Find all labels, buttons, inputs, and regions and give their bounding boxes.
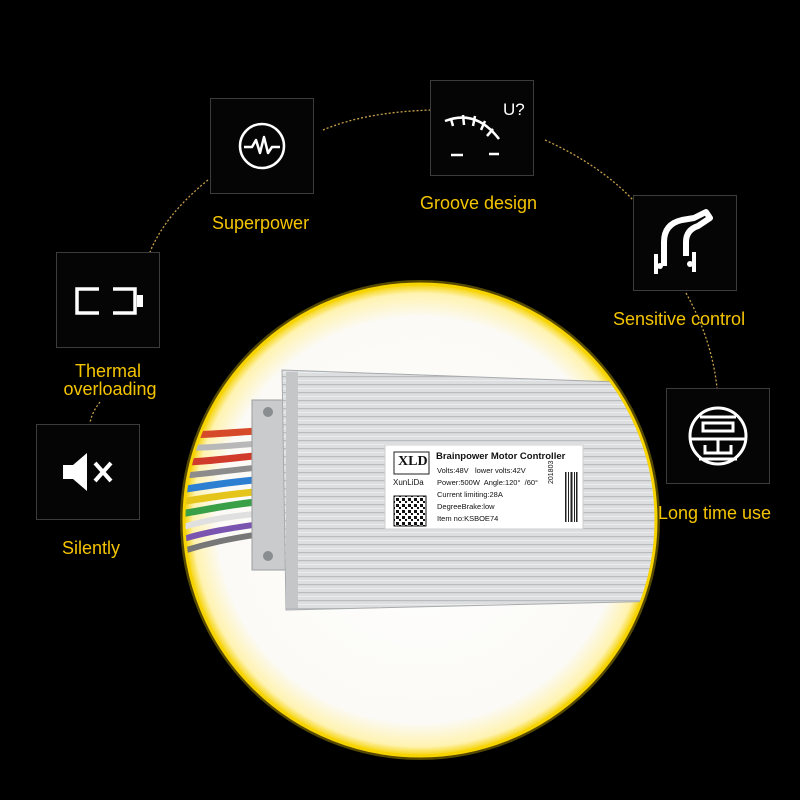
feature-box-thermal-overloading: [56, 252, 160, 348]
feature-label-superpower: Superpower: [212, 213, 310, 233]
qr-code: [393, 495, 427, 527]
feature-box-superpower: [210, 98, 314, 194]
spec-line: Volts:48V lower volts:42V: [437, 466, 526, 475]
brake-lever-icon: [654, 209, 713, 274]
gauge-icon-text: U?: [503, 100, 525, 119]
battery-icon: [75, 287, 143, 315]
brand-logo-box: [393, 451, 430, 475]
spec-line: DegreeBrake:low: [437, 502, 495, 511]
mute-speaker-icon: [63, 453, 113, 491]
brand-logo: XLD: [398, 454, 428, 469]
arc-groove-sensitive: [544, 139, 634, 201]
spec-line: Item no:KSBOE74: [437, 514, 499, 523]
spec-line: Power:500W Angle:120° /60°: [437, 478, 539, 487]
arc-superpower-groove: [322, 109, 433, 131]
arc-superpower-thermal: [149, 179, 209, 253]
serial-number: 201803: [548, 460, 555, 484]
product-title: Brainpower Motor Controller: [436, 451, 566, 462]
circle-rim: [182, 282, 658, 758]
arc-thermal-silently: [89, 401, 101, 424]
gauge-icon: U?: [444, 100, 525, 157]
feature-label-thermal-line2: overloading: [63, 379, 157, 399]
feature-label-long-time-use: Long time use: [658, 503, 772, 523]
connector-arcs: [89, 109, 718, 424]
barcode: [565, 472, 578, 522]
feature-label-sensitive-control: Sensitive control: [613, 309, 746, 329]
feature-label-silently: Silently: [62, 538, 121, 558]
controller-image: [185, 369, 655, 611]
brand-name: XunLiDa: [393, 478, 424, 487]
pulse-icon: [238, 122, 286, 170]
feature-box-long-time-use: [666, 388, 770, 484]
feature-box-sensitive-control: [633, 195, 737, 291]
endless-knot-icon: [688, 406, 748, 466]
feature-label-thermal-line1: Thermal: [74, 361, 142, 381]
feature-box-groove-design: U?: [430, 80, 534, 176]
feature-box-silently: [36, 424, 140, 520]
feature-label-groove-design: Groove design: [420, 193, 538, 213]
spec-line: Current limiting:28A: [437, 490, 503, 499]
